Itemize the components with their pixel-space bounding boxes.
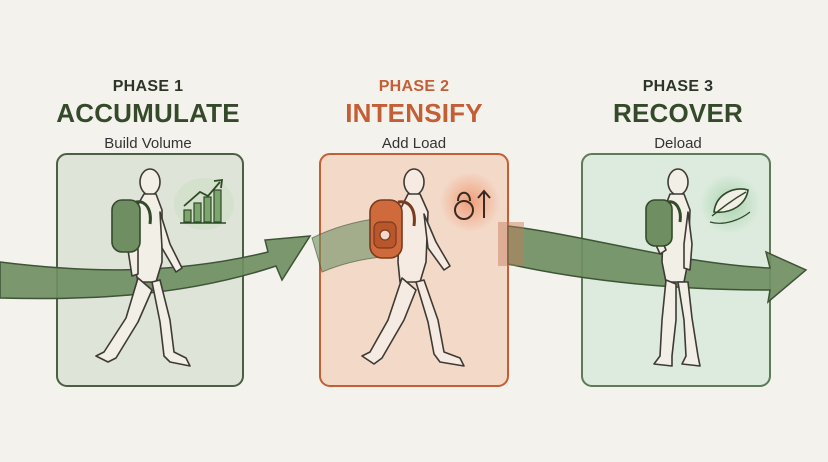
bar-chart-up-icon (174, 178, 234, 230)
progress-arrow-1 (0, 235, 312, 300)
feather-icon (700, 174, 760, 234)
progress-arrow-3 (507, 225, 808, 304)
phase-name: ACCUMULATE (56, 98, 240, 128)
hiker-figure-3 (645, 168, 701, 367)
hiker-figure-2 (361, 168, 465, 367)
phase-subtitle: Add Load (381, 135, 447, 152)
hiker-figure-1 (95, 168, 191, 367)
phase-number: PHASE 1 (112, 78, 184, 95)
phase-1-heading: PHASE 1 ACCUMULATE Build Volume (38, 78, 258, 152)
phase-2-heading: PHASE 2 INTENSIFY Add Load (304, 78, 524, 152)
phase-subtitle: Build Volume (104, 135, 192, 152)
phase-number: PHASE 2 (378, 78, 450, 95)
phase-number: PHASE 3 (642, 78, 714, 95)
kettlebell-up-icon (440, 172, 500, 232)
phase-3-heading: PHASE 3 RECOVER Deload (568, 78, 788, 152)
phase-subtitle: Deload (654, 135, 702, 152)
phase-name: RECOVER (613, 98, 743, 128)
phase-name: INTENSIFY (345, 98, 483, 128)
